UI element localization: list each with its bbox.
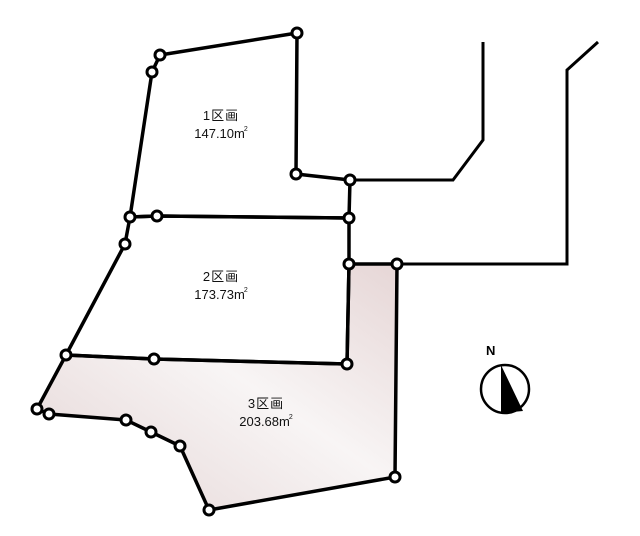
boundary-marker — [153, 48, 167, 62]
boundary-marker — [42, 407, 56, 421]
boundary-marker — [390, 257, 404, 271]
boundary-marker — [119, 413, 133, 427]
boundary-marker — [145, 65, 159, 79]
road-boundary-line-lower — [397, 40, 600, 266]
lot-3-name: 3区画 — [247, 396, 285, 411]
lot-3-area-value: 203.68m2 — [239, 413, 293, 429]
boundary-marker — [147, 352, 161, 366]
north-arrow-icon — [479, 363, 531, 415]
boundary-marker — [342, 211, 356, 225]
lot-1-area-value: 147.10m2 — [194, 125, 248, 141]
boundary-marker — [340, 357, 354, 371]
boundary-markers — [30, 26, 404, 517]
lot-1-name: 1区画 — [202, 108, 240, 123]
road-boundary-line-upper — [350, 42, 485, 182]
boundary-marker — [342, 257, 356, 271]
boundary-marker — [144, 425, 158, 439]
boundary-marker — [173, 439, 187, 453]
boundary-marker — [150, 209, 164, 223]
boundary-marker — [30, 402, 44, 416]
lot-2-name: 2区画 — [202, 269, 240, 284]
lot-2-label: 2区画 173.73m2 — [176, 268, 266, 303]
boundary-marker — [202, 503, 216, 517]
boundary-marker — [123, 210, 137, 224]
boundary-marker — [343, 173, 357, 187]
lot-1-label: 1区画 147.10m2 — [176, 107, 266, 142]
compass-north-label: N — [486, 343, 496, 358]
boundary-marker — [290, 26, 304, 40]
boundary-marker — [388, 470, 402, 484]
lot-3-label: 3区画 203.68m2 — [221, 395, 311, 430]
boundary-marker — [59, 348, 73, 362]
boundary-marker — [118, 237, 132, 251]
boundary-marker — [289, 167, 303, 181]
lot-2-area-value: 173.73m2 — [194, 286, 248, 302]
